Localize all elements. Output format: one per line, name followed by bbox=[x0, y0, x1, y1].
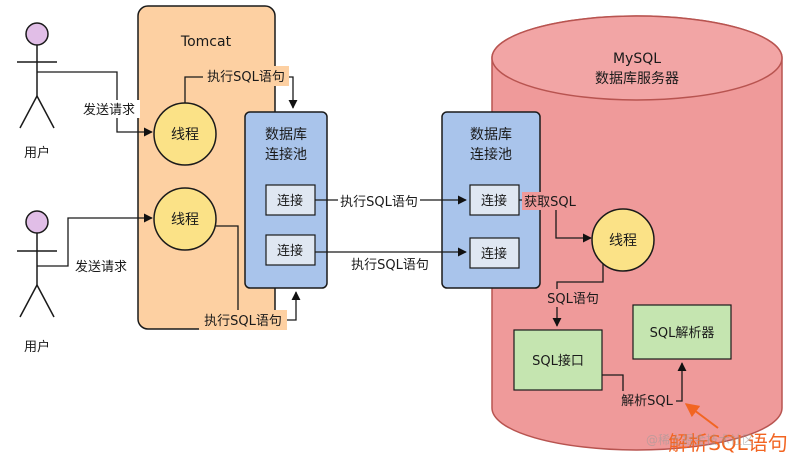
pool-left-title-2: 连接池 bbox=[265, 146, 307, 163]
connection-left-top bbox=[265, 184, 316, 216]
connection-right-bottom-label: 连接 bbox=[481, 246, 507, 262]
connection-right-bottom bbox=[469, 237, 520, 269]
user-label-top: 用户 bbox=[24, 145, 50, 161]
exec-sql-label-top: 执行SQL语句 bbox=[207, 70, 285, 85]
connection-right-top-label: 连接 bbox=[481, 193, 507, 209]
user-actor-top bbox=[17, 22, 57, 129]
connection-left-top-label: 连接 bbox=[277, 193, 303, 209]
user-label-bottom: 用户 bbox=[24, 339, 50, 355]
sql-interface-box bbox=[513, 329, 603, 391]
user-actor-bottom bbox=[17, 210, 57, 318]
parse-sql-label: 解析SQL bbox=[621, 394, 673, 409]
pool-left-title-1: 数据库 bbox=[265, 127, 307, 143]
pool-right-title-1: 数据库 bbox=[470, 127, 512, 143]
user-head-icon bbox=[25, 210, 49, 234]
tomcat-title: Tomcat bbox=[180, 34, 232, 50]
send-request-label-top: 发送请求 bbox=[83, 102, 135, 118]
annotation-arrow bbox=[684, 403, 719, 429]
annotation-text: 解析SQL语句 bbox=[668, 431, 788, 455]
tomcat-thread-label-top: 线程 bbox=[171, 127, 199, 143]
sql-parser-box bbox=[632, 304, 732, 360]
sql-statement-label: SQL语句 bbox=[547, 292, 599, 307]
mysql-subtitle: 数据库服务器 bbox=[595, 71, 679, 87]
connection-left-bottom bbox=[265, 234, 316, 266]
exec-sql-label-middle-top: 执行SQL语句 bbox=[340, 195, 418, 210]
exec-sql-label-middle-bottom: 执行SQL语句 bbox=[351, 258, 429, 273]
connection-right-top bbox=[469, 184, 520, 216]
connection-left-bottom-label: 连接 bbox=[277, 243, 303, 259]
pool-right-title-2: 连接池 bbox=[470, 146, 512, 163]
fetch-sql-label: 获取SQL bbox=[524, 195, 576, 210]
mysql-title: MySQL bbox=[613, 51, 661, 67]
tomcat-thread-label-bottom: 线程 bbox=[171, 212, 199, 228]
send-request-arrow-bottom bbox=[37, 213, 153, 267]
sql-parser-label: SQL解析器 bbox=[650, 326, 715, 341]
tomcat-thread-bottom bbox=[153, 187, 217, 251]
sql-interface-label: SQL接口 bbox=[532, 353, 584, 369]
mysql-thread-label: 线程 bbox=[609, 233, 637, 249]
user-head-icon bbox=[25, 22, 49, 46]
watermark: @稀土掘金技术社区 bbox=[646, 432, 754, 447]
send-request-label-bottom: 发送请求 bbox=[75, 259, 127, 275]
exec-sql-label-bottom: 执行SQL语句 bbox=[204, 314, 282, 329]
mysql-thread bbox=[591, 208, 655, 272]
